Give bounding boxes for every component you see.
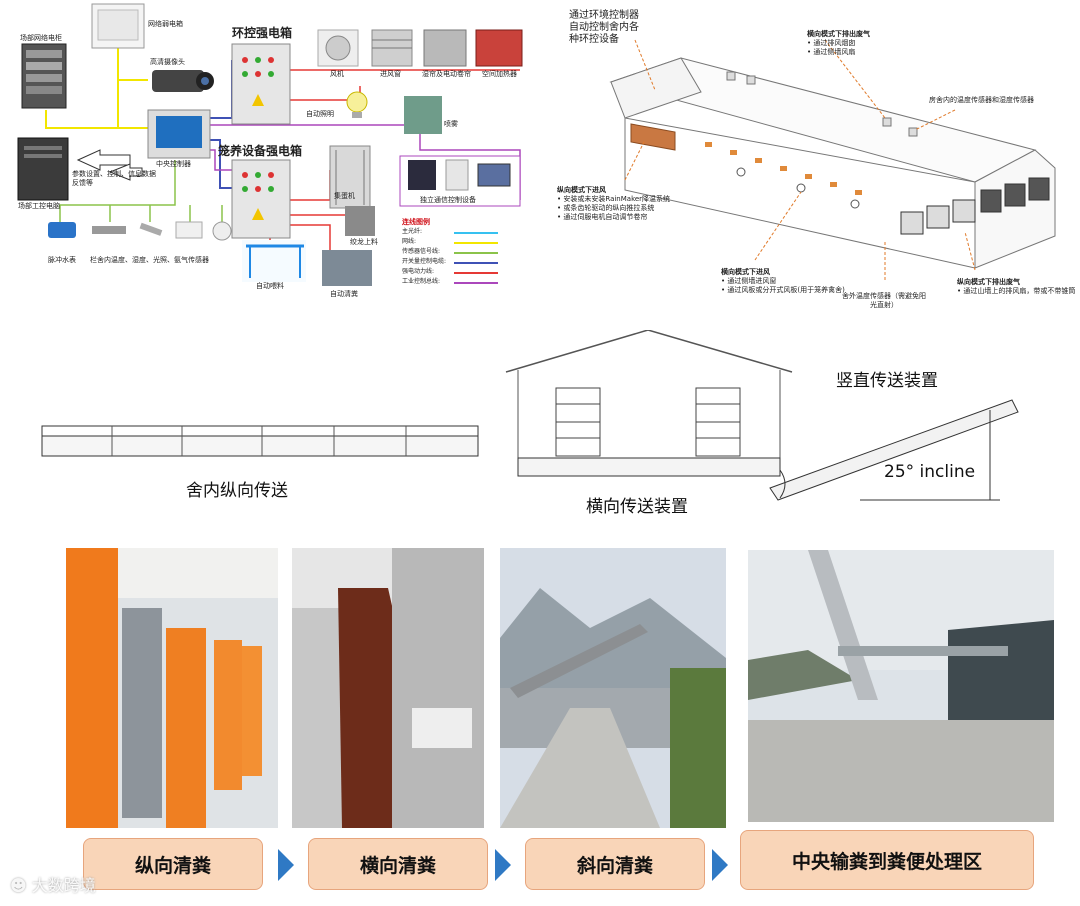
incline-label: 25° incline <box>884 462 976 482</box>
control-wiring <box>17 3 523 286</box>
inlet-label: 进风窗 <box>380 70 401 78</box>
legend-row: 工业控制总线: <box>402 277 502 287</box>
network-cabinet-label: 场部网络电柜 <box>20 34 62 42</box>
independent-label: 独立通信控制设备 <box>420 196 476 204</box>
legend-label: 网线: <box>402 238 417 245</box>
feedback-label: 参数设置、控制、信息数据反馈等 <box>72 170 156 187</box>
heater-label: 空间加热器 <box>482 70 517 78</box>
legend-label: 开关量控制电缆: <box>402 258 447 265</box>
photo-lateral-cleaning <box>292 548 484 828</box>
legend-label: 主光纤: <box>402 228 423 235</box>
egg-collector-label: 集蛋机 <box>334 192 355 200</box>
legend-row: 主光纤: <box>402 227 502 237</box>
lateral-exhaust-title: 横向模式下排出废气 <box>807 30 870 38</box>
longitudinal-inlet-item: 通过伺服电机自动调节卷帘 <box>557 213 670 222</box>
conveyor-drawing <box>41 330 1019 501</box>
longitudinal-inlet-title: 纵向模式下进风 <box>557 186 606 194</box>
camera-label: 高清摄像头 <box>150 58 185 66</box>
lateral-inlet-title: 横向模式下进风 <box>721 268 770 276</box>
auger-label: 绞龙上料 <box>350 238 378 246</box>
legend-label: 强电动力线: <box>402 268 435 275</box>
step-incline-cleaning: 斜向清粪 <box>525 838 705 890</box>
equip-box-label: 笼养设备强电箱 <box>218 144 303 158</box>
legend-row: 强电动力线: <box>402 267 502 277</box>
step-longitudinal-cleaning: 纵向清粪 <box>83 838 263 890</box>
longitudinal-exhaust-note: 纵向模式下排出废气 通过山墙上的排风扇，带或不带锥筒 <box>957 278 1075 296</box>
lateral-inlet-item: 通过风板或分开式风板(用于笼养禽舍) <box>721 286 844 295</box>
photo-longitudinal-cleaning <box>66 548 278 828</box>
legend-line <box>454 252 498 254</box>
auto-light-label: 自动照明 <box>306 110 334 118</box>
vertical-conveyor-label: 竖直传送装置 <box>836 371 938 391</box>
lateral-inlet-note: 横向模式下进风 通过侧墙进风窗通过风板或分开式风板(用于笼养禽舍) <box>721 268 845 295</box>
arrow-right-icon <box>495 849 511 881</box>
longitudinal-exhaust-item: 通过山墙上的排风扇，带或不带锥筒 <box>957 287 1075 296</box>
watermark-logo-icon: ☻ <box>10 876 32 895</box>
water-meter-label: 脉冲水表 <box>48 256 76 264</box>
lateral-conveyor-label: 横向传送装置 <box>586 497 688 517</box>
lateral-exhaust-note: 横向模式下排出废气 通过排风烟囱通过侧墙风扇 <box>807 30 870 57</box>
legend-line <box>454 282 498 284</box>
ipc-label: 场部工控电脑 <box>18 202 60 210</box>
longitudinal-inlet-item: 或条齿轮驱动的纵向推拉系统 <box>557 204 670 213</box>
longitudinal-exhaust-title: 纵向模式下排出废气 <box>957 278 1020 286</box>
arrow-right-icon <box>712 849 728 881</box>
legend-row: 网线: <box>402 237 502 247</box>
env-box-label: 环控强电箱 <box>232 26 293 40</box>
auto-feed-label: 自动喂料 <box>256 282 284 290</box>
longitudinal-conveyor-label: 舍内纵向传送 <box>186 481 288 501</box>
house-drawing <box>609 39 1056 280</box>
lateral-exhaust-item: 通过侧墙风扇 <box>807 48 870 57</box>
watermark-text: 大数跨境 <box>31 876 96 895</box>
wiring-legend: 连线图例 主光纤: 网线: 传感器信号线: 开关量控制电缆: 强电动力线: 工业控制总线: <box>402 218 502 287</box>
legend-line <box>454 242 498 244</box>
env-note: 通过环境控制器自动控制舍内各种环控设备 <box>569 10 639 45</box>
step-lateral-cleaning: 横向清粪 <box>308 838 488 890</box>
watermark: ☻ 大数跨境 <box>10 872 96 896</box>
weak-box-label: 网络弱电箱 <box>148 20 183 28</box>
indoor-sensor-note: 房舍内的温度传感器和湿度传感器 <box>929 96 1034 104</box>
sensors-label: 栏舍内温度、湿度、光照、氨气传感器 <box>90 256 209 264</box>
legend-label: 传感器信号线: <box>402 248 441 255</box>
fan-label: 风机 <box>330 70 344 78</box>
lateral-exhaust-item: 通过排风烟囱 <box>807 39 870 48</box>
control-diagram: 场部网络电柜 网络弱电箱 高清摄像头 环控强电箱 风机 进风窗 湿帘及电动卷帘 … <box>0 0 540 310</box>
legend-label: 工业控制总线: <box>402 278 441 285</box>
house-diagram: 通过环境控制器自动控制舍内各种环控设备 横向模式下排出废气 通过排风烟囱通过侧墙… <box>555 0 1080 330</box>
conveyor-section: 舍内纵向传送 竖直传送装置 25° incline 横向传送装置 <box>0 330 1080 530</box>
legend-title: 连线图例 <box>402 218 430 226</box>
legend-row: 开关量控制电缆: <box>402 257 502 267</box>
photo-incline-cleaning <box>500 548 726 828</box>
longitudinal-inlet-item: 安装或未安装RainMaker降温系统 <box>557 195 670 204</box>
longitudinal-inlet-note: 纵向模式下进风 安装或未安装RainMaker降温系统或条齿轮驱动的纵向推拉系统… <box>557 186 670 222</box>
curtain-label: 湿帘及电动卷帘 <box>422 70 471 78</box>
photo-central-transport <box>748 550 1054 822</box>
legend-row: 传感器信号线: <box>402 247 502 257</box>
auto-clean-label: 自动清粪 <box>330 290 358 298</box>
lateral-inlet-item: 通过侧墙进风窗 <box>721 277 845 286</box>
outdoor-sensor-note: 舍外温度传感器（需避免阳光直射） <box>842 292 926 309</box>
spray-label: 喷雾 <box>444 120 458 128</box>
legend-line <box>454 272 498 274</box>
legend-line <box>454 262 498 264</box>
step-central-transport: 中央输粪到粪便处理区 <box>740 830 1034 890</box>
arrow-right-icon <box>278 849 294 881</box>
central-controller-label: 中央控制器 <box>156 160 191 168</box>
legend-line <box>454 232 498 234</box>
